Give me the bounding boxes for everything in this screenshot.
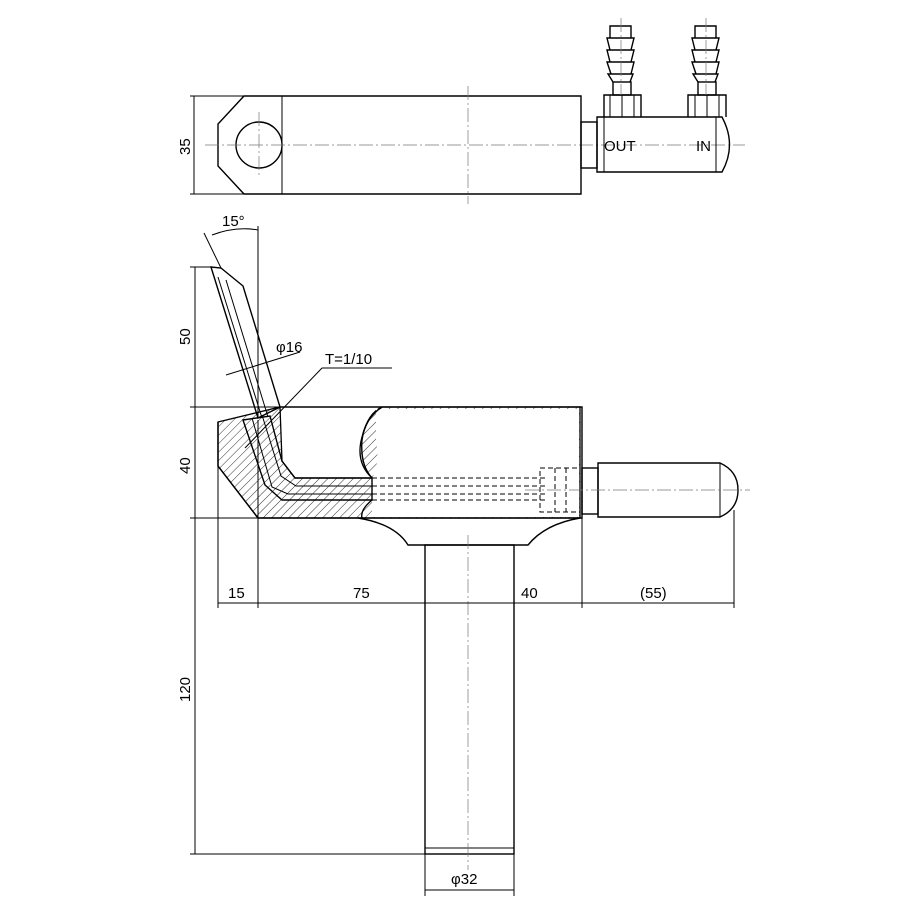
dim-35: 35 <box>177 138 194 155</box>
front-view: 50 40 120 15 75 40 (55) φ32 15° φ16 T=1/… <box>177 213 750 896</box>
shaft <box>424 544 515 855</box>
side-handle <box>581 467 599 515</box>
dim-phi32: φ32 <box>451 871 477 888</box>
dim-40-horizontal: 40 <box>521 585 538 602</box>
dim-55: (55) <box>640 585 667 602</box>
top-manifold <box>596 116 731 173</box>
label-in: IN <box>696 138 711 155</box>
body-neck <box>357 517 581 546</box>
dim-15: 15 <box>228 585 245 602</box>
dim-taper: T=1/10 <box>325 351 372 368</box>
label-out: OUT <box>604 138 636 155</box>
blade <box>210 266 281 419</box>
top-barb-out <box>606 18 635 96</box>
dim-50: 50 <box>177 328 194 345</box>
dim-75: 75 <box>353 585 370 602</box>
dim-120: 120 <box>177 677 194 702</box>
side-handle-grip <box>597 462 739 518</box>
dim-15-degree: 15° <box>222 213 245 230</box>
top-view: OUT IN 35 <box>177 18 745 204</box>
front-body-outline <box>217 406 583 519</box>
dim-phi16: φ16 <box>276 339 302 356</box>
top-barb-in <box>691 18 720 96</box>
dim-40-vertical: 40 <box>177 457 194 474</box>
